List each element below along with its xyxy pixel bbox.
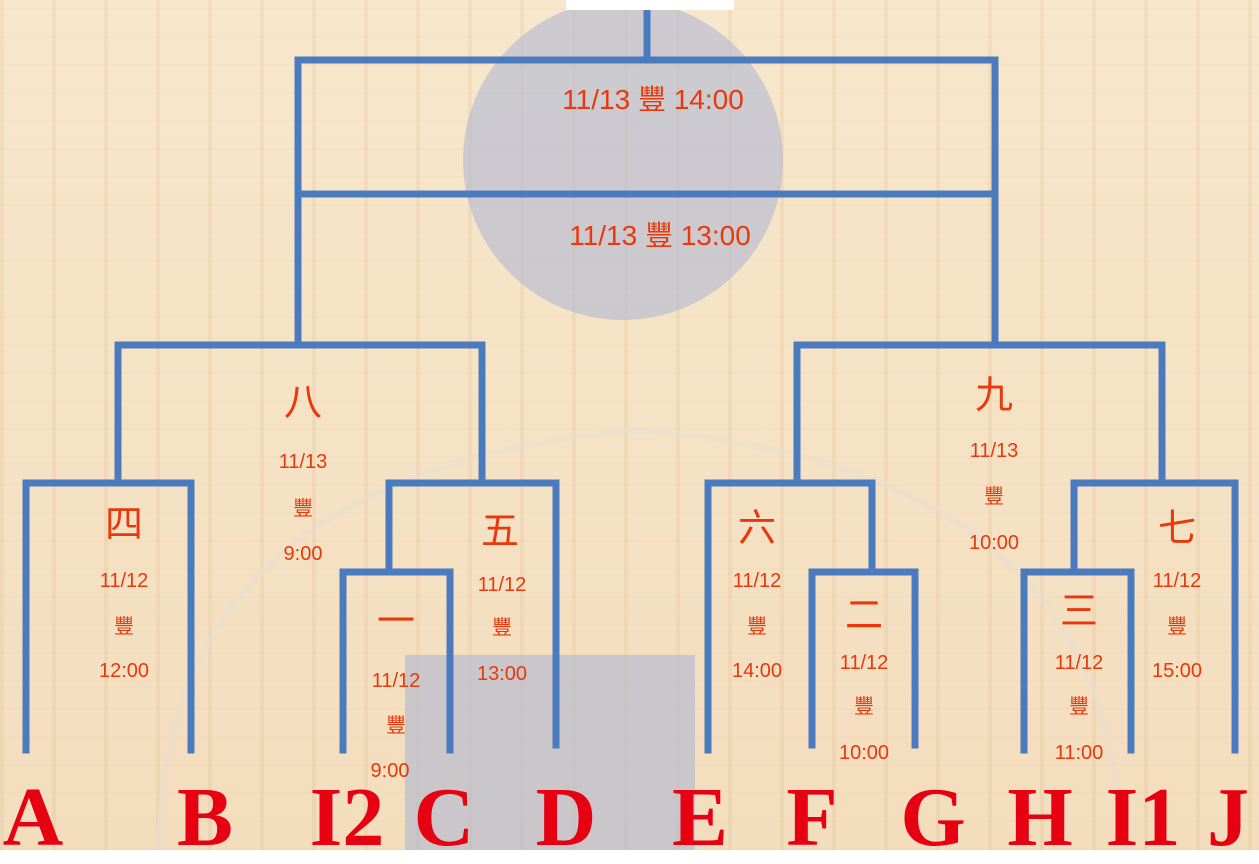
match-5-number: 五 [480,511,520,553]
match-3-time: 11:00 [1054,742,1104,764]
match-2-time: 10:00 [838,742,890,764]
match-7-time: 15:00 [1151,660,1203,682]
final-top-bracket [294,56,999,349]
team-a: A [2,771,64,864]
match-7-number: 七 [1157,508,1197,550]
bracket-match-6 [704,479,876,754]
match-4-number: 四 [104,504,144,546]
match-9-venue: 豐 [984,486,1004,508]
match-8-number: 八 [283,382,323,424]
match-7-date: 11/12 [1152,570,1202,592]
match-2-number: 二 [844,595,884,637]
bracket-match-8 [114,341,486,487]
match-3-number: 三 [1059,591,1099,633]
match-6-venue: 豐 [747,616,767,638]
match-9-date: 11/13 [969,440,1019,462]
match-4-time: 12:00 [98,660,150,682]
match-6-number: 六 [737,508,777,550]
bracket-match-2 [808,568,919,749]
team-f: F [786,771,838,864]
match-1-time: 9:00 [370,760,410,782]
team-c: C [413,771,475,864]
bracket-match-1 [339,568,454,754]
match-6-date: 11/12 [732,570,782,592]
court-arc [157,426,1123,850]
match-4-date: 11/12 [99,570,149,592]
match-5-venue: 豐 [492,617,512,639]
match-4-venue: 豐 [114,616,134,638]
match-5-date: 11/12 [477,574,527,596]
match-2-date: 11/12 [839,652,889,674]
bracket-match-7 [1070,479,1239,754]
champion-box [566,0,734,10]
team-i1: I1 [1105,771,1181,864]
match-8-date: 11/13 [278,451,328,473]
team-e: E [671,771,729,864]
team-g: G [900,771,966,864]
bracket-match-5 [385,479,560,749]
match-1-venue: 豐 [386,715,406,737]
bracket-match-3 [1020,568,1135,754]
team-i2: I2 [309,771,385,864]
match-8-time: 9:00 [283,543,323,565]
bracket-match-4 [22,479,195,754]
match-7-venue: 豐 [1167,616,1187,638]
match-3-venue: 豐 [1069,696,1089,718]
court-graphic [157,0,1123,850]
match-5-time: 13:00 [476,663,528,685]
bracket-lines [22,6,1239,754]
final-time-bottom: 11/13 豐 13:00 [569,220,751,251]
final-time-top: 11/13 豐 14:00 [562,84,744,115]
match-6-time: 14:00 [731,660,783,682]
team-j: J [1207,771,1249,864]
court-center-circle [463,0,783,320]
team-b: B [176,771,234,864]
match-2-venue: 豐 [854,696,874,718]
match-9-number: 九 [974,375,1014,417]
team-h: H [1007,771,1073,864]
match-9-time: 10:00 [968,532,1020,554]
match-1-number: 一 [376,601,416,643]
bracket-match-9 [793,341,1166,487]
match-1-date: 11/12 [371,670,421,692]
match-8-venue: 豐 [293,498,313,520]
match-3-date: 11/12 [1054,652,1104,674]
team-d: D [535,771,597,864]
